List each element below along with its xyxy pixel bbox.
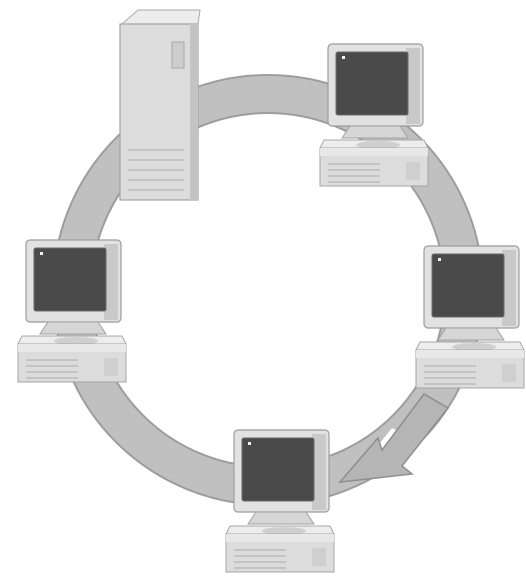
tower-server-icon (120, 10, 200, 200)
arrow-head (340, 394, 448, 482)
desktop-computer-icon (18, 240, 126, 382)
desktop-computer-icon (226, 430, 334, 572)
desktop-computer-icon (320, 44, 428, 186)
desktop-computer-icon (416, 246, 524, 388)
